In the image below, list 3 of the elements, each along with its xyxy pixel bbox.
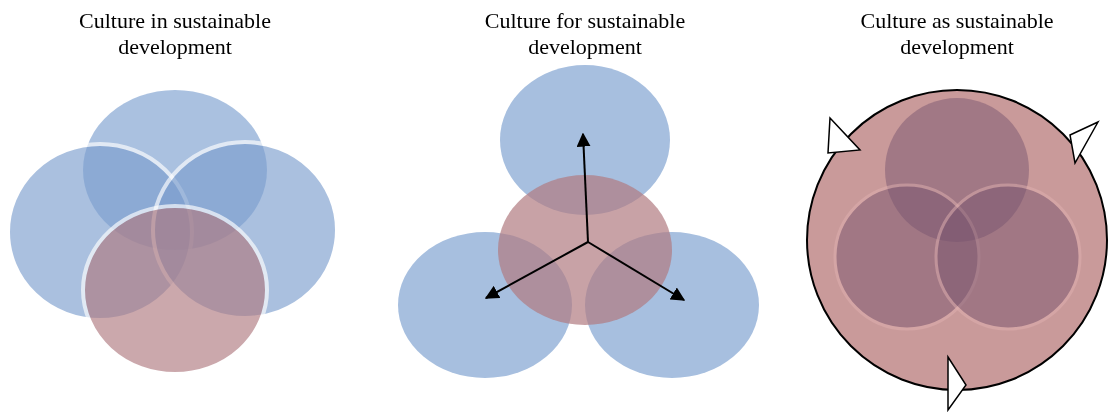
panel-title: Culture in sustainable development bbox=[78, 8, 272, 60]
panel-title: Culture for sustainable development bbox=[483, 8, 687, 60]
panel-title: Culture as sustainable development bbox=[859, 8, 1055, 60]
